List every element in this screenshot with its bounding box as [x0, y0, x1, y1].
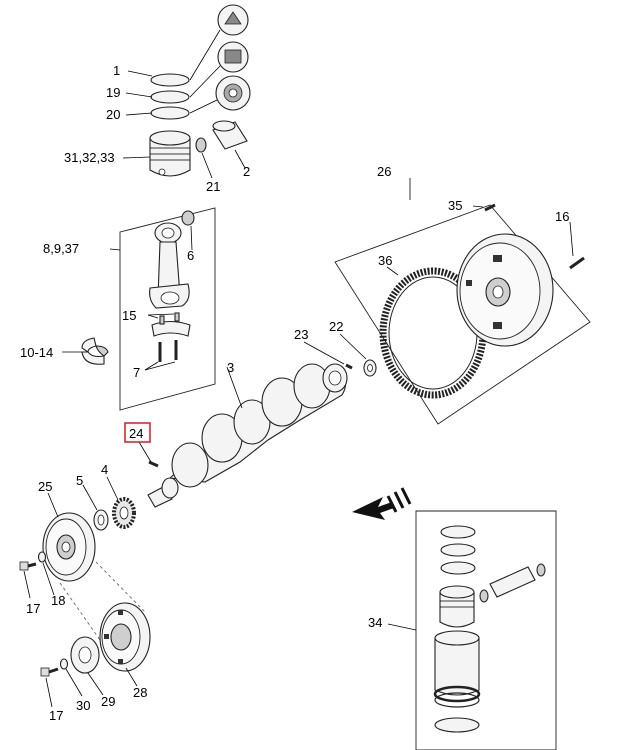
- crankshaft[interactable]: [147, 363, 348, 508]
- callout-26[interactable]: 26: [377, 164, 391, 179]
- kit-circlip-right[interactable]: [536, 563, 546, 577]
- piston-ring-profile-icon: [224, 11, 242, 25]
- connecting-rod-cap[interactable]: [151, 320, 191, 337]
- callout-2[interactable]: 2: [243, 164, 250, 179]
- callout-18[interactable]: 18: [51, 593, 65, 608]
- piston-pin[interactable]: [212, 120, 248, 150]
- callout-3[interactable]: 3: [227, 360, 234, 375]
- piston-ring-profile-icon: [224, 49, 242, 64]
- callout-labels: 1 19 20 31,32,33 21 2 26 35 16 36 8,9,37…: [20, 63, 569, 723]
- crank-pulley[interactable]: [42, 512, 96, 582]
- direction-arrow-icon: [352, 487, 412, 520]
- callout-19[interactable]: 19: [106, 85, 120, 100]
- liner-seal-ring[interactable]: [434, 717, 480, 733]
- small-end-bushing[interactable]: [181, 210, 195, 226]
- flywheel-group: [334, 203, 591, 425]
- callout-21[interactable]: 21: [206, 179, 220, 194]
- callout-16[interactable]: 16: [555, 209, 569, 224]
- crank-gear[interactable]: [112, 497, 136, 529]
- bearing-shells[interactable]: [81, 337, 109, 365]
- callout-30[interactable]: 30: [76, 698, 90, 713]
- piston-ring-1[interactable]: [150, 73, 190, 87]
- flywheel-bolt[interactable]: [569, 256, 585, 270]
- callout-25[interactable]: 25: [38, 479, 52, 494]
- connecting-rod-bolts[interactable]: [158, 340, 178, 362]
- kit-pin[interactable]: [489, 566, 536, 598]
- callout-22[interactable]: 22: [329, 319, 343, 334]
- pulley-bolt-upper[interactable]: [19, 561, 37, 571]
- kit-circlip-left[interactable]: [479, 589, 489, 603]
- ring-detail-bubbles: [189, 4, 251, 114]
- flywheel[interactable]: [456, 233, 554, 347]
- callout-5[interactable]: 5: [76, 473, 83, 488]
- cylinder-liner[interactable]: [433, 630, 481, 708]
- liner-kit-frame: [415, 510, 557, 750]
- callout-24[interactable]: 24: [129, 426, 143, 441]
- kit-piston[interactable]: [439, 585, 475, 628]
- dowel-pin-35[interactable]: [484, 203, 496, 212]
- callout-35[interactable]: 35: [448, 198, 462, 213]
- callout-4[interactable]: 4: [101, 462, 108, 477]
- callout-7[interactable]: 7: [133, 365, 140, 380]
- callout-15[interactable]: 15: [122, 308, 136, 323]
- pulley-bolt-lower[interactable]: [40, 667, 59, 677]
- circlip[interactable]: [195, 137, 207, 153]
- callout-17-lower[interactable]: 17: [49, 708, 63, 723]
- callout-34[interactable]: 34: [368, 615, 382, 630]
- connecting-rod[interactable]: [149, 222, 190, 309]
- dowel-pin-23[interactable]: [345, 363, 353, 370]
- piston[interactable]: [149, 130, 191, 177]
- spacer-ring[interactable]: [93, 509, 109, 531]
- damper-hub[interactable]: [70, 636, 100, 674]
- callout-29[interactable]: 29: [101, 694, 115, 709]
- kit-ring-3[interactable]: [440, 561, 476, 575]
- flywheel-frame: [334, 204, 591, 425]
- piston-ring-19[interactable]: [150, 90, 190, 104]
- callout-31-32-33[interactable]: 31,32,33: [64, 150, 115, 165]
- callout-10-14[interactable]: 10-14: [20, 345, 53, 360]
- dowel-left[interactable]: [159, 315, 165, 325]
- piston-ring-20[interactable]: [150, 106, 190, 120]
- liner-kit-group: [415, 510, 557, 750]
- rear-seal[interactable]: [363, 359, 377, 377]
- washer-18[interactable]: [37, 551, 47, 563]
- callout-23[interactable]: 23: [294, 327, 308, 342]
- key-24[interactable]: [148, 460, 159, 468]
- kit-ring-2[interactable]: [440, 543, 476, 557]
- callout-20[interactable]: 20: [106, 107, 120, 122]
- highlight-box: [124, 422, 151, 443]
- dowel-right[interactable]: [174, 312, 180, 322]
- washer-30[interactable]: [59, 658, 69, 670]
- vibration-damper[interactable]: [99, 602, 151, 672]
- callout-28[interactable]: 28: [133, 685, 147, 700]
- connecting-rod-group: [119, 207, 216, 411]
- callout-1[interactable]: 1: [113, 63, 120, 78]
- callout-17-upper[interactable]: 17: [26, 601, 40, 616]
- callout-36[interactable]: 36: [378, 253, 392, 268]
- callout-8-9-37[interactable]: 8,9,37: [43, 241, 79, 256]
- callout-6[interactable]: 6: [187, 248, 194, 263]
- kit-ring-1[interactable]: [440, 525, 476, 539]
